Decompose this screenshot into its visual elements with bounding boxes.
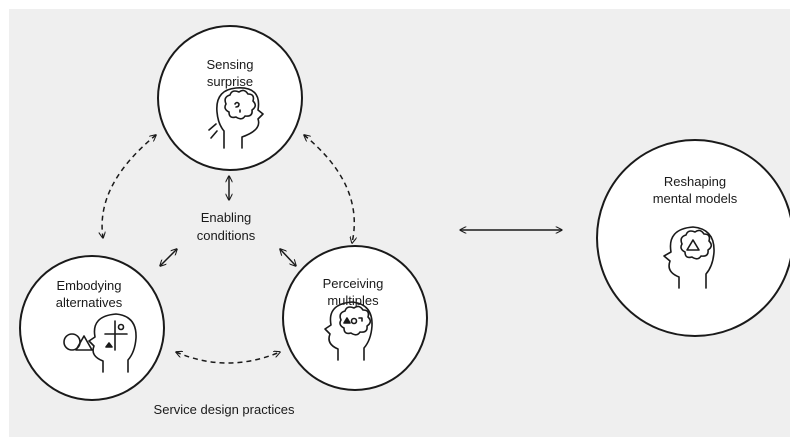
center-label-line2: conditions — [197, 228, 256, 243]
head-brain-surprise-icon — [208, 87, 264, 149]
arrow-center-to-perceiving — [280, 249, 296, 266]
sensing-label-line2: surprise — [207, 74, 253, 89]
embodying-label-line2: alternatives — [56, 295, 123, 310]
center-label-line1: Enabling — [201, 210, 252, 225]
perceiving-label-line2: multiples — [327, 293, 379, 308]
head-brain-shapes-icon — [324, 301, 373, 361]
embodying-label-line1: Embodying — [56, 278, 121, 293]
footer-label: Service design practices — [154, 402, 295, 417]
node-reshaping-mental-models — [596, 139, 790, 337]
dashed-arrow-sensing-perceiving — [304, 135, 354, 243]
dashed-arrow-embodying-perceiving — [176, 352, 280, 364]
head-shapes-icon — [63, 313, 137, 373]
sensing-label-line1: Sensing — [207, 57, 254, 72]
diagram-svg: Sensing surprise Embodying alternatives … — [19, 25, 790, 417]
reshaping-label-line2: mental models — [653, 191, 738, 206]
reshaping-label-line1: Reshaping — [664, 174, 726, 189]
dashed-arrow-sensing-embodying — [102, 135, 156, 238]
diagram-canvas: Sensing surprise Embodying alternatives … — [9, 9, 790, 437]
perceiving-label-line1: Perceiving — [323, 276, 384, 291]
arrow-center-to-embodying — [160, 249, 177, 266]
head-brain-triangle-icon — [663, 226, 715, 289]
node-sensing-surprise — [157, 25, 303, 171]
